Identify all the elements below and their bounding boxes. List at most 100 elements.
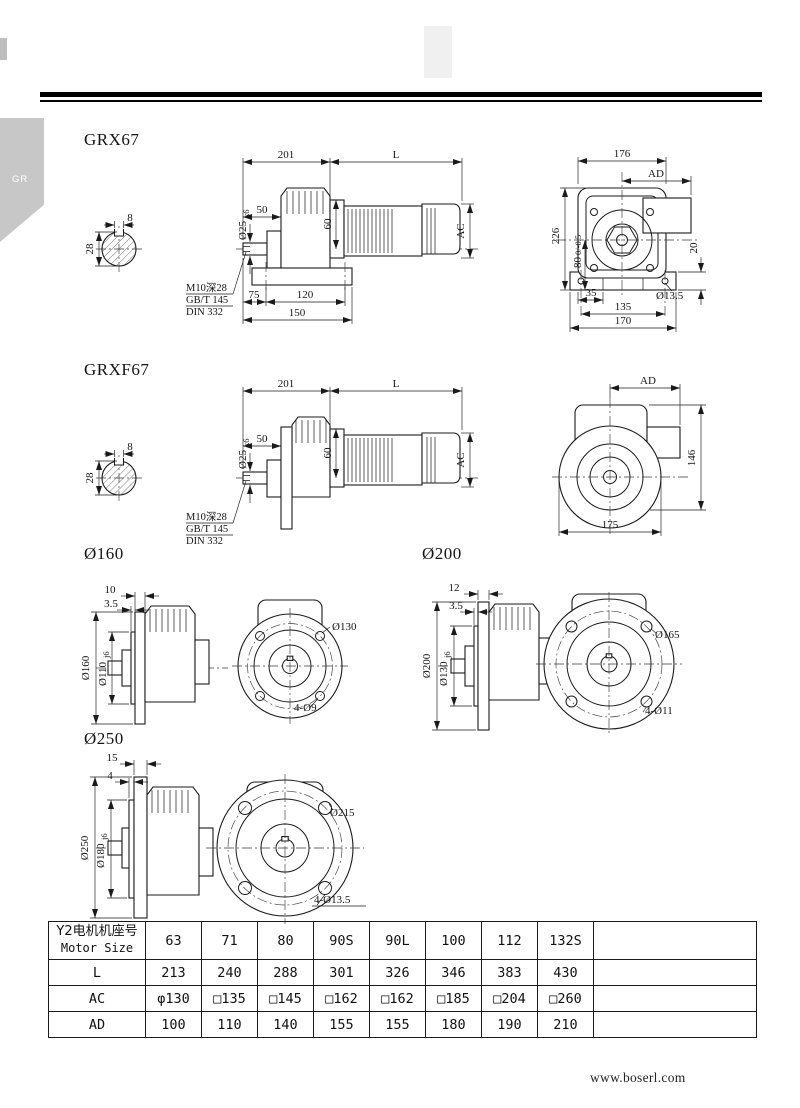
motor-size-col: 63 [145, 921, 202, 960]
grxf67-front-view: AD 146 175 [552, 375, 706, 536]
dim-146: 146 [686, 449, 698, 466]
motor-size-col: 90S [313, 921, 370, 960]
table-cell: □260 [537, 985, 594, 1012]
dim-80-tol: 0/-0.5 [573, 235, 583, 255]
dim-thickness: 12 [449, 582, 460, 594]
table-cell: φ130 [145, 985, 202, 1012]
dim-176: 176 [614, 148, 631, 160]
dim-pilot-tol: j6 [101, 651, 111, 659]
dim-bolt-circle: Ø215 [330, 807, 355, 819]
dim-AC: AC [455, 452, 467, 467]
dim-thickness: 10 [105, 584, 117, 596]
section-title-grx67: GRX67 [84, 130, 140, 149]
table-cell: □185 [425, 985, 482, 1012]
dim-spigot-depth: 3.5 [449, 600, 463, 612]
table-cell: 180 [425, 1011, 482, 1038]
table-cell: 301 [313, 959, 370, 986]
dim-170: 170 [615, 315, 632, 327]
table-cell: 288 [257, 959, 314, 986]
top-rule-thick [40, 92, 762, 97]
motor-size-col: 80 [257, 921, 314, 960]
table-filler-cell [593, 959, 757, 986]
dim-key-width: 8 [127, 441, 133, 453]
dim-35: 35 [586, 287, 598, 299]
motor-size-label-en: Motor Size [60, 941, 134, 956]
table-cell: □162 [369, 985, 426, 1012]
note-std2: DIN 332 [186, 307, 223, 318]
table-cell: 383 [481, 959, 538, 986]
dim-pilot: Ø180 [95, 843, 107, 868]
dim-AD: AD [648, 168, 664, 180]
table-cell: 155 [369, 1011, 426, 1038]
section-title-flange160: Ø160 [84, 544, 124, 563]
dim-75: 75 [249, 289, 261, 301]
dim-holes: 4-Ø11 [645, 705, 673, 717]
table-header-motor-size: Y2电机机座号 Motor Size [48, 921, 146, 960]
motor-size-col: 71 [201, 921, 258, 960]
dim-60: 60 [322, 447, 334, 459]
dim-od: Ø250 [79, 835, 91, 860]
table-cell: □204 [481, 985, 538, 1012]
note-tap: M10深28 [186, 511, 227, 523]
dim-135: 135 [615, 301, 632, 313]
dim-50: 50 [257, 204, 269, 216]
section-title-flange250: Ø250 [84, 729, 124, 748]
dim-pilot-tol: j6 [99, 833, 109, 841]
dim-AC: AC [455, 223, 467, 238]
scan-artifact [424, 26, 452, 78]
dim-pilot-tol: j6 [442, 651, 452, 659]
dim-shaft-dia: Ø25 [237, 221, 249, 240]
dim-175: 175 [602, 519, 619, 531]
side-tab-label: GR [12, 174, 29, 185]
table-cell: 155 [313, 1011, 370, 1038]
dim-od: Ø200 [421, 653, 433, 678]
motor-size-label-cn: Y2电机机座号 [56, 924, 138, 940]
motor-size-col: 132S [537, 921, 594, 960]
dim-201: 201 [278, 149, 295, 161]
flange160-side-view: 10 3.5 Ø160 Ø110 j6 [80, 584, 228, 725]
top-rule-thin [40, 100, 762, 102]
dim-shaft-dia-tol: k6 [241, 439, 251, 448]
dim-L: L [393, 149, 400, 161]
grx67-side-view: 201 L 50 Ø25 k6 60 AC M10深28 GB/T 145 DI… [186, 149, 478, 324]
flange250-side-view: 15 4 Ø250 Ø180 j6 [79, 752, 232, 919]
grxf67-shaft-section: 8 28 [84, 441, 142, 501]
table-cell: 326 [369, 959, 426, 986]
dim-50: 50 [257, 433, 269, 445]
table-filler-cell [593, 985, 757, 1012]
dim-L: L [393, 378, 400, 390]
dim-201: 201 [278, 378, 295, 390]
table-cell: □145 [257, 985, 314, 1012]
dim-pilot: Ø130 [438, 661, 450, 686]
motor-size-col: 112 [481, 921, 538, 960]
note-std1: GB/T 145 [186, 524, 228, 535]
dim-150: 150 [289, 307, 306, 319]
table-cell: 346 [425, 959, 482, 986]
table-cell: 430 [537, 959, 594, 986]
flange160-front-view: Ø130 4-Ø9 [232, 599, 357, 724]
dim-key-width: 8 [127, 212, 133, 224]
dim-226: 226 [550, 227, 562, 244]
motor-size-col: 90L [369, 921, 426, 960]
dim-28: 28 [84, 472, 96, 484]
dim-28: 28 [84, 243, 96, 255]
dim-80: 80 [572, 257, 584, 269]
table-cell: 140 [257, 1011, 314, 1038]
dim-AD: AD [640, 375, 656, 387]
website-url: www.boserl.com [590, 1070, 686, 1085]
motor-size-table: Y2电机机座号 Motor Size 63 71 80 90S 90L 100 … [48, 921, 757, 1038]
dim-pilot: Ø110 [97, 661, 109, 686]
table-filler-cell [593, 1011, 757, 1038]
table-cell: 100 [145, 1011, 202, 1038]
flange200-front-view: Ø165 4-Ø11 [536, 592, 682, 736]
dim-60: 60 [322, 218, 334, 230]
row-label-AD: AD [48, 1011, 146, 1038]
dim-20: 20 [688, 242, 700, 254]
dim-holes: 4-Ø9 [294, 702, 317, 714]
note-std1: GB/T 145 [186, 295, 228, 306]
dim-120: 120 [297, 289, 314, 301]
flange250-front-view: Ø215 4-Ø13.5 [206, 774, 366, 924]
dim-shaft-dia: Ø25 [237, 450, 249, 469]
